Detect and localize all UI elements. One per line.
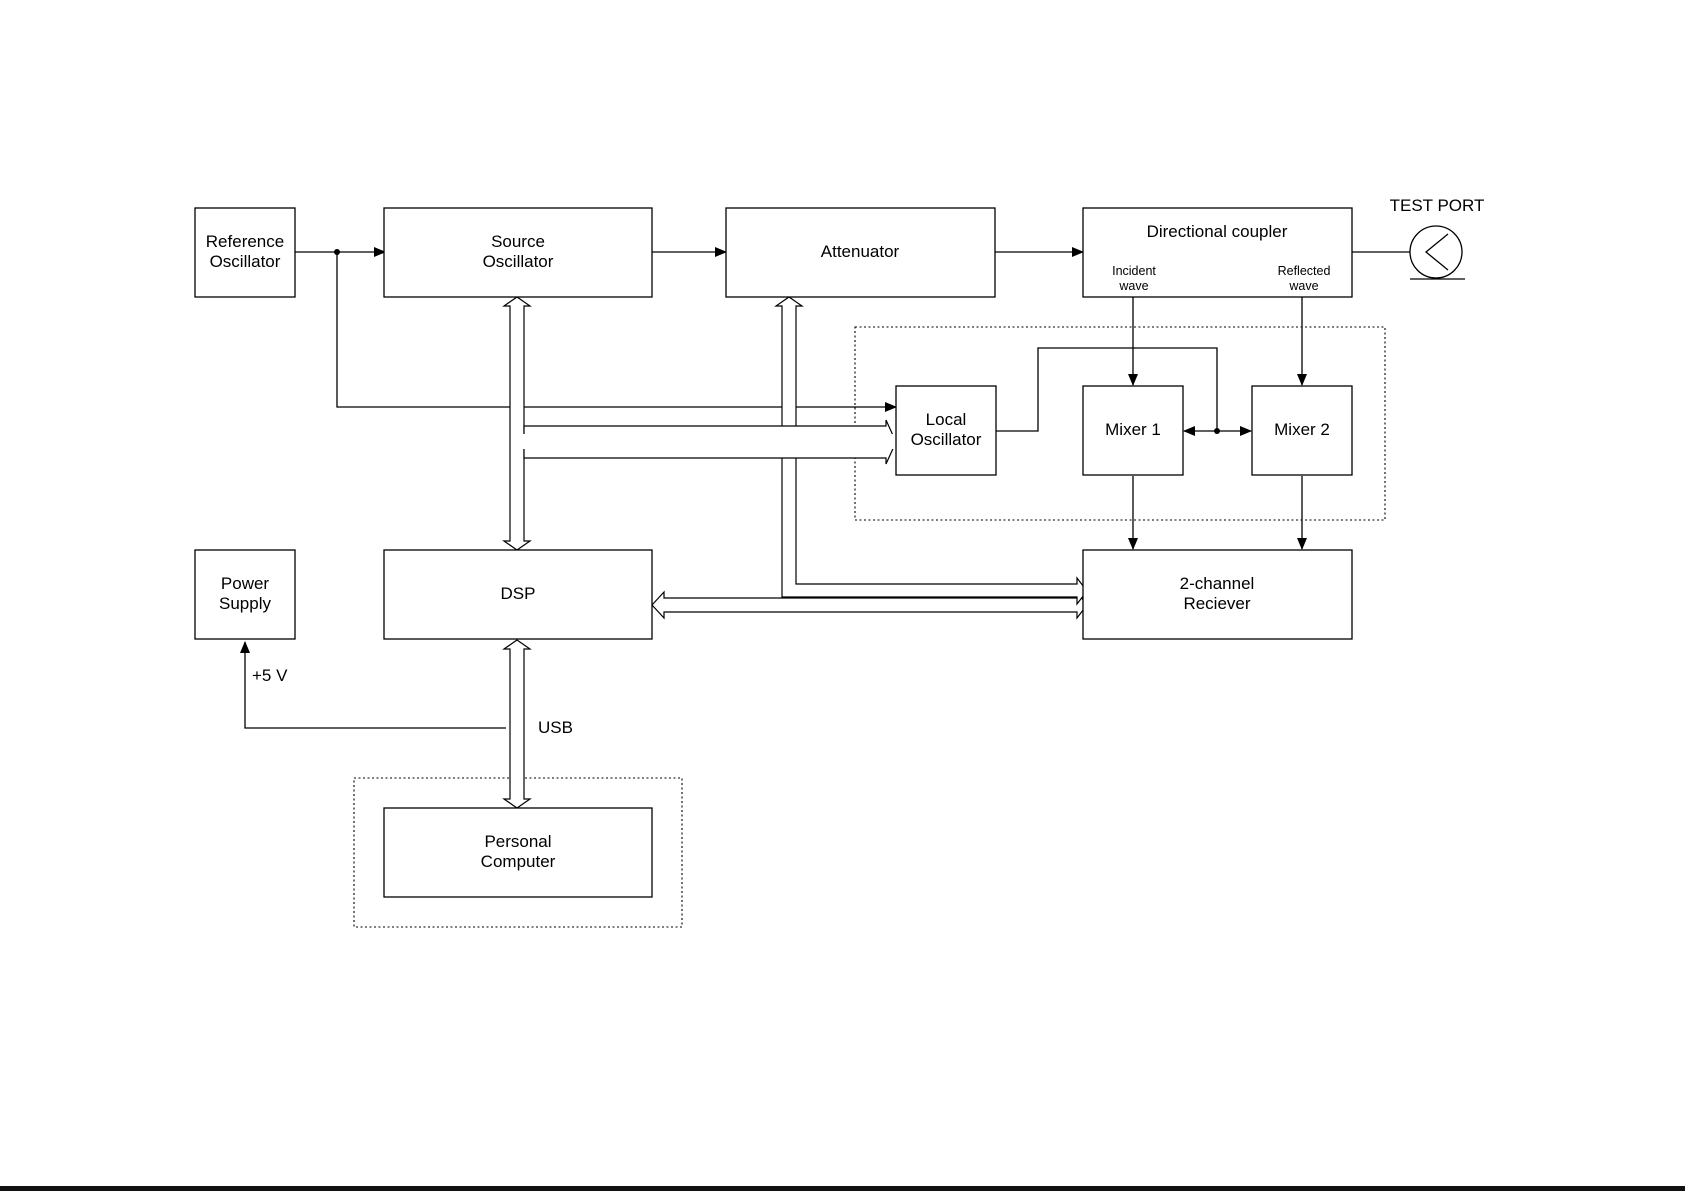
incident-wave-label-1: Incident — [1112, 264, 1156, 278]
reflected-wave-label-1: Reflected — [1278, 264, 1331, 278]
test-port-label: TEST PORT — [1390, 196, 1485, 215]
source-dsp-bus — [504, 297, 530, 550]
signal-lines — [245, 249, 1410, 728]
mixer-2-label: Mixer 2 — [1274, 420, 1330, 439]
receiver-label-2: Reciever — [1183, 594, 1250, 613]
bottom-border — [0, 1186, 1685, 1191]
personal-computer-label-1: Personal — [484, 832, 551, 851]
plus5v-label: +5 V — [252, 666, 288, 685]
personal-computer-label-2: Computer — [481, 852, 556, 871]
source-oscillator-label-1: Source — [491, 232, 545, 251]
power-supply-label-1: Power — [221, 574, 270, 593]
reflected-wave-label-2: wave — [1288, 279, 1318, 293]
dsp-pc-bus — [504, 640, 530, 808]
test-port-icon — [1410, 226, 1465, 279]
local-oscillator-label-1: Local — [926, 410, 967, 429]
power-supply-label-2: Supply — [219, 594, 271, 613]
local-oscillator-label-2: Oscillator — [911, 430, 982, 449]
attenuator-label: Attenuator — [821, 242, 900, 261]
directional-coupler-label: Directional coupler — [1147, 222, 1288, 241]
mixer-1-label: Mixer 1 — [1105, 420, 1161, 439]
reference-oscillator-label-1: Reference — [206, 232, 284, 251]
incident-wave-label-2: wave — [1118, 279, 1148, 293]
source-oscillator-label-2: Oscillator — [483, 252, 554, 271]
junction-dot — [1214, 428, 1220, 434]
reference-oscillator-label-2: Oscillator — [210, 252, 281, 271]
usb-to-power-line — [245, 642, 506, 728]
usb-label: USB — [538, 718, 573, 737]
dsp-label: DSP — [501, 584, 536, 603]
receiver-label-1: 2-channel — [1180, 574, 1255, 593]
